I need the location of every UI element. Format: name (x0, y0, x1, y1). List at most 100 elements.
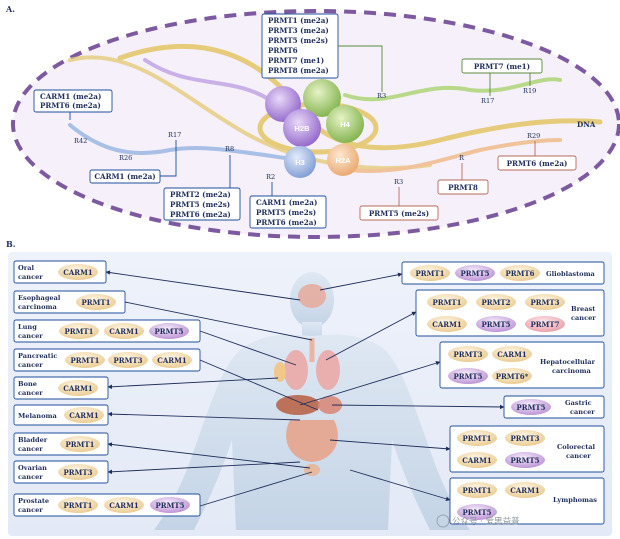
prmt6-box (497, 155, 577, 171)
enzyme-pill (58, 264, 98, 280)
enzyme-label: PRMT1 (71, 356, 100, 365)
cancer-name: Breast (571, 305, 596, 313)
cancer-name: cancer (18, 332, 43, 340)
nucleosome: H2B H4 H3 H2A (257, 79, 379, 178)
cancer-name: cancer (18, 445, 43, 453)
carm1-connector (160, 140, 177, 177)
cancer-name: cancer (18, 506, 43, 514)
cancer-name: cancer (18, 361, 43, 369)
brain (298, 284, 326, 308)
site-r26: R26 (119, 154, 132, 162)
enzyme-label: CARM1 (109, 501, 139, 510)
top-enzyme-line: PRMT6 (268, 46, 298, 55)
histone-h4 (326, 105, 364, 143)
top-enzyme-line: PRMT3 (me2a) (268, 26, 329, 35)
bone (274, 362, 286, 382)
watermark-text: 公众号 · 爱思益普 (452, 516, 520, 527)
site-r3-bottom: R3 (394, 178, 403, 186)
enzyme-pill (525, 316, 565, 332)
mid-enzyme-line: PRMT5 (me2s) (170, 200, 230, 209)
leader-breast (325, 311, 417, 361)
enzyme-pill (457, 430, 497, 446)
watermark: 公众号 · 爱思益普 (436, 514, 520, 528)
cancer-name: cancer (571, 314, 596, 322)
prmt6-label: PRMT6 (me2a) (507, 159, 568, 168)
enzyme-pill (505, 482, 545, 498)
leader-oral (105, 270, 301, 301)
enzyme-pill (500, 265, 540, 281)
panel-b-label: B. (6, 239, 16, 249)
cancer-name: Bladder (18, 436, 48, 444)
bottom-enzyme-line: PRMT5 (me2s) (256, 208, 316, 217)
site-r-h2a: R (459, 154, 465, 162)
site-r42: R42 (74, 137, 87, 145)
leader-bladder (107, 442, 311, 469)
enzyme-pill (104, 497, 144, 513)
enzyme-pill (492, 346, 532, 362)
enzyme-label: CARM1 (157, 356, 187, 365)
leader-lung (199, 330, 297, 366)
enzyme-pill (108, 352, 148, 368)
enzyme-label: PRMT5 (511, 456, 540, 465)
top-enzyme-line: PRMT8 (me2a) (268, 66, 329, 75)
enzyme-pill (427, 294, 467, 310)
prmt8-label: PRMT8 (448, 183, 478, 192)
h2b-label: H2B (294, 124, 310, 133)
bladder (304, 464, 320, 476)
enzyme-pill (60, 436, 100, 452)
enzyme-label: PRMT1 (463, 434, 492, 443)
prmt7-box (461, 58, 543, 74)
right-lung (316, 350, 340, 390)
enzyme-pill (152, 352, 192, 368)
enzyme-label: PRMT2 (482, 298, 511, 307)
site-r3-top: R3 (377, 92, 386, 100)
cancer-name: Ovarian (18, 464, 47, 472)
top-enzyme-line: PRMT5 (me2s) (268, 36, 328, 45)
enzyme-label: PRMT6 (506, 269, 535, 278)
enzyme-label: PRMT5 (463, 508, 492, 517)
enzyme-label: PRMT7 (531, 320, 560, 329)
panel-a: A. DNA H2B H4 H3 H2A PRMT1 (me2a) (5, 4, 620, 239)
enzyme-label: PRMT5 (156, 501, 185, 510)
leader-melanoma (107, 411, 301, 421)
prmt7-label: PRMT7 (me1) (474, 62, 530, 71)
bottom-enzyme-line: CARM1 (me2a) (256, 198, 317, 207)
leader-gastric (331, 404, 505, 410)
leader-bone (107, 377, 279, 390)
enzyme-pill (455, 265, 495, 281)
enzyme-pill (58, 497, 98, 513)
dna-label: DNA (577, 120, 596, 129)
enzyme-pill (410, 265, 450, 281)
leader-esophageal (124, 301, 313, 341)
enzyme-pill (457, 482, 497, 498)
right-leader-lines (299, 272, 505, 501)
leader-prostate (199, 471, 313, 507)
h3-label: H3 (295, 158, 305, 167)
cancer-name: Esophageal (18, 294, 61, 302)
enzyme-label: PRMT1 (433, 298, 462, 307)
cancer-box-pancreatic (13, 348, 201, 372)
enzyme-pill (427, 316, 467, 332)
carm1-label: CARM1 (me2a) (94, 172, 155, 181)
enzyme-label: PRMT1 (66, 440, 95, 449)
neck (302, 322, 322, 340)
histone-h2b (283, 109, 321, 147)
enzyme-label: PRMT1 (64, 501, 93, 510)
bottom-enzyme-line: PRMT6 (me2a) (256, 218, 317, 227)
cancer-name: cancer (566, 452, 591, 460)
leader-lymphomas (349, 469, 451, 501)
enzyme-label: CARM1 (109, 327, 139, 336)
enzyme-pill (505, 430, 545, 446)
prmt5-box (359, 205, 439, 221)
prmt7-connectors (489, 73, 531, 96)
enzyme-label: PRMT1 (463, 486, 492, 495)
liver (276, 395, 320, 415)
site-r8: R8 (225, 145, 234, 153)
panel-b: B. (6, 239, 612, 536)
top-enzyme-line: PRMT7 (me1) (268, 56, 324, 65)
enzyme-pill (448, 368, 488, 384)
leader-ovarian (107, 461, 301, 475)
leader-pancreatic (199, 359, 319, 411)
cancer-name: Colorectal (557, 443, 596, 451)
